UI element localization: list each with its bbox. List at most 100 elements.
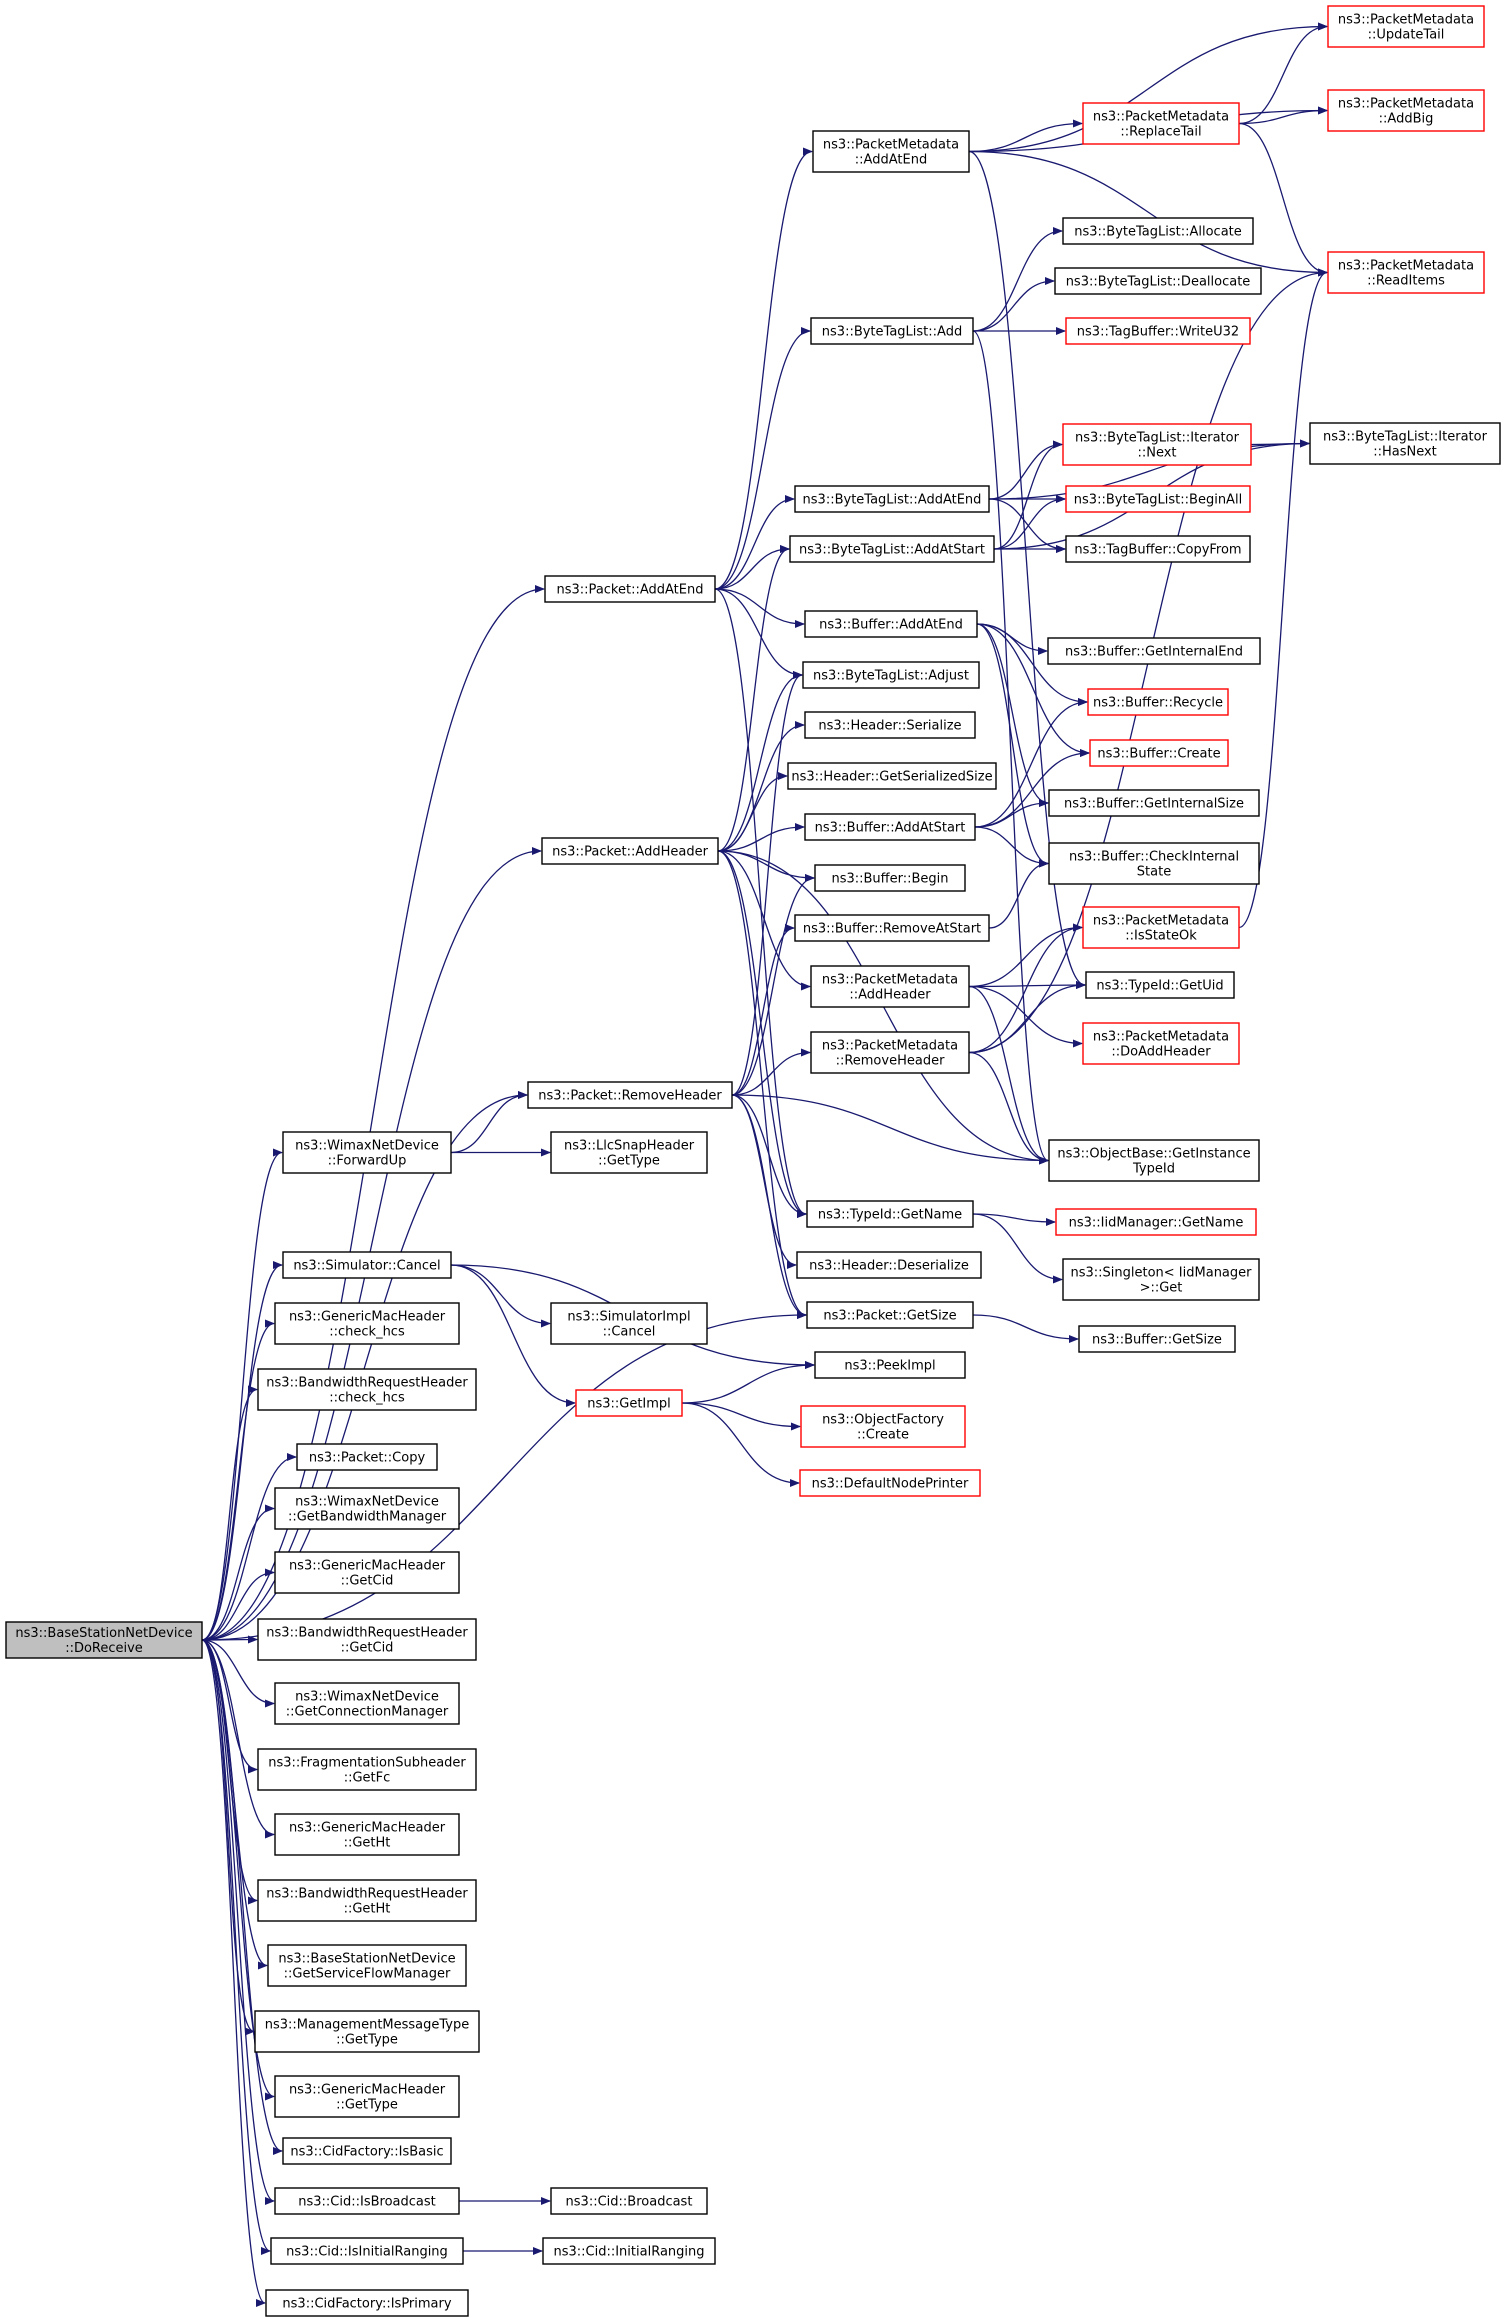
node-cid-isinitialranging[interactable]: ns3::Cid::IsInitialRanging <box>270 2237 464 2265</box>
node-label: ns3::ByteTagList::Iterator <box>1075 431 1240 446</box>
node-box <box>1327 89 1485 132</box>
node-pm-replacetail[interactable]: ns3::PacketMetadata::ReplaceTail <box>1082 102 1240 145</box>
node-hdr-deserialize[interactable]: ns3::Header::Deserialize <box>796 1251 982 1279</box>
node-cidf-isbasic[interactable]: ns3::CidFactory::IsBasic <box>282 2137 452 2165</box>
node-btl-adjust[interactable]: ns3::ByteTagList::Adjust <box>802 661 980 689</box>
node-gmh-getcid[interactable]: ns3::GenericMacHeader::GetCid <box>274 1551 460 1594</box>
node-gmh-getht[interactable]: ns3::GenericMacHeader::GetHt <box>274 1813 460 1856</box>
node-label: ns3::ByteTagList::AddAtStart <box>799 543 985 558</box>
node-of-create[interactable]: ns3::ObjectFactory::Create <box>800 1405 966 1448</box>
node-mmt-gettype[interactable]: ns3::ManagementMessageType::GetType <box>254 2010 480 2053</box>
node-pm-addbig[interactable]: ns3::PacketMetadata::AddBig <box>1327 89 1485 132</box>
edge-root-to-gmh-check-hcs <box>201 1319 275 1641</box>
node-label: ns3::BaseStationNetDevice <box>15 1626 192 1641</box>
node-label: ns3::ByteTagList::Deallocate <box>1066 275 1251 290</box>
node-btl-allocate[interactable]: ns3::ByteTagList::Allocate <box>1062 217 1254 245</box>
node-box <box>814 1351 966 1379</box>
node-brh-getcid[interactable]: ns3::BandwidthRequestHeader::GetCid <box>257 1618 477 1661</box>
node-brh-check-hcs[interactable]: ns3::BandwidthRequestHeader::check_hcs <box>257 1368 477 1411</box>
node-tb-copyfrom[interactable]: ns3::TagBuffer::CopyFrom <box>1065 535 1251 563</box>
node-buf-recycle[interactable]: ns3::Buffer::Recycle <box>1087 688 1229 716</box>
node-getimpl[interactable]: ns3::GetImpl <box>575 1389 683 1417</box>
node-pm-addheader[interactable]: ns3::PacketMetadata::AddHeader <box>810 965 970 1008</box>
node-label: ns3::PacketMetadata <box>822 973 958 988</box>
node-llc-gettype[interactable]: ns3::LlcSnapHeader::GetType <box>550 1131 708 1174</box>
node-label: ns3::Header::Deserialize <box>809 1259 969 1274</box>
node-bs-getsfmgr[interactable]: ns3::BaseStationNetDevice::GetServiceFlo… <box>267 1944 467 1987</box>
node-buf-addatend[interactable]: ns3::Buffer::AddAtEnd <box>804 610 978 638</box>
node-brh-getht[interactable]: ns3::BandwidthRequestHeader::GetHt <box>257 1879 477 1922</box>
node-pkt-removeheader[interactable]: ns3::Packet::RemoveHeader <box>527 1081 733 1109</box>
node-label: State <box>1137 865 1171 880</box>
node-tb-writeu32[interactable]: ns3::TagBuffer::WriteU32 <box>1065 317 1251 345</box>
node-btl-deallocate[interactable]: ns3::ByteTagList::Deallocate <box>1054 267 1262 295</box>
node-hdr-getserializedsize[interactable]: ns3::Header::GetSerializedSize <box>787 762 997 790</box>
node-btl-add[interactable]: ns3::ByteTagList::Add <box>810 317 974 345</box>
node-buf-getsize[interactable]: ns3::Buffer::GetSize <box>1078 1325 1236 1353</box>
edge-btl-add-to-btl-deallocate <box>972 277 1055 332</box>
edge-pkt-addheader-to-buf-begin <box>717 850 815 882</box>
node-btl-beginall[interactable]: ns3::ByteTagList::BeginAll <box>1065 485 1251 513</box>
node-peekimpl[interactable]: ns3::PeekImpl <box>814 1351 966 1379</box>
node-gmh-gettype[interactable]: ns3::GenericMacHeader::GetType <box>274 2075 460 2118</box>
node-label: ns3::ByteTagList::Allocate <box>1074 225 1242 240</box>
node-hdr-serialize[interactable]: ns3::Header::Serialize <box>804 711 976 739</box>
node-wimax-forwardup[interactable]: ns3::WimaxNetDevice::ForwardUp <box>282 1131 452 1174</box>
node-box <box>1085 971 1235 999</box>
node-pkt-copy[interactable]: ns3::Packet::Copy <box>296 1443 438 1471</box>
node-pkt-getsize[interactable]: ns3::Packet::GetSize <box>806 1301 974 1329</box>
node-pm-updatetail[interactable]: ns3::PacketMetadata::UpdateTail <box>1327 5 1485 48</box>
node-buf-removeatstart[interactable]: ns3::Buffer::RemoveAtStart <box>794 914 990 942</box>
node-btli-next[interactable]: ns3::ByteTagList::Iterator::Next <box>1062 423 1252 466</box>
node-btli-hasnext[interactable]: ns3::ByteTagList::Iterator::HasNext <box>1309 422 1501 465</box>
node-pm-addatend[interactable]: ns3::PacketMetadata::AddAtEnd <box>812 130 970 173</box>
node-sim-cancel[interactable]: ns3::Simulator::Cancel <box>282 1251 452 1279</box>
edge-root-to-gmh-gettype <box>201 1639 275 2101</box>
node-label: >::Get <box>1140 1281 1183 1296</box>
node-cid-isbroadcast[interactable]: ns3::Cid::IsBroadcast <box>274 2187 460 2215</box>
node-wimax-getbwmgr[interactable]: ns3::WimaxNetDevice::GetBandwidthManager <box>274 1487 460 1530</box>
node-label: ::GetFc <box>344 1771 391 1786</box>
node-buf-begin[interactable]: ns3::Buffer::Begin <box>814 864 966 892</box>
node-box <box>550 1302 708 1345</box>
edge-buf-addatstart-to-buf-getinternalsize <box>974 799 1049 828</box>
node-frag-getfc[interactable]: ns3::FragmentationSubheader::GetFc <box>257 1748 477 1791</box>
node-btl-addatend[interactable]: ns3::ByteTagList::AddAtEnd <box>794 485 990 513</box>
node-singleton-get[interactable]: ns3::Singleton< IidManager >::Get <box>1062 1258 1260 1301</box>
edge-pkt-addatend-to-typeid-getname <box>714 588 807 1218</box>
node-gmh-check-hcs[interactable]: ns3::GenericMacHeader::check_hcs <box>274 1302 460 1345</box>
node-cid-initialranging[interactable]: ns3::Cid::InitialRanging <box>542 2237 716 2265</box>
node-buf-getinternalend[interactable]: ns3::Buffer::GetInternalEnd <box>1047 637 1261 665</box>
node-pm-removeheader[interactable]: ns3::PacketMetadata::RemoveHeader <box>810 1031 970 1074</box>
node-iid-getname[interactable]: ns3::IidManager::GetName <box>1055 1208 1257 1236</box>
node-label: ::GetHt <box>344 1902 391 1917</box>
node-cid-broadcast[interactable]: ns3::Cid::Broadcast <box>550 2187 708 2215</box>
node-pkt-addheader[interactable]: ns3::Packet::AddHeader <box>541 837 719 865</box>
node-label: ns3::PacketMetadata <box>823 138 959 153</box>
node-buf-create[interactable]: ns3::Buffer::Create <box>1089 739 1229 767</box>
node-defaultnodeprinter[interactable]: ns3::DefaultNodePrinter <box>799 1469 981 1497</box>
node-label: ns3::Packet::RemoveHeader <box>538 1089 722 1104</box>
node-root[interactable]: ns3::BaseStationNetDevice::DoReceive <box>5 1621 203 1659</box>
node-box <box>787 762 997 790</box>
node-typeid-getuid[interactable]: ns3::TypeId::GetUid <box>1085 971 1235 999</box>
edge-root-to-pkt-addatend <box>201 585 545 1641</box>
node-cidf-isprimary[interactable]: ns3::CidFactory::IsPrimary <box>265 2289 469 2317</box>
node-wimax-getconnmgr[interactable]: ns3::WimaxNetDevice::GetConnectionManage… <box>274 1682 460 1725</box>
node-buf-addatstart[interactable]: ns3::Buffer::AddAtStart <box>804 813 976 841</box>
node-pkt-addatend[interactable]: ns3::Packet::AddAtEnd <box>544 575 716 603</box>
node-label: TypeId <box>1132 1162 1175 1177</box>
edge-buf-addatend-to-buf-getinternalsize <box>976 623 1049 807</box>
node-pm-doaddheader[interactable]: ns3::PacketMetadata::DoAddHeader <box>1082 1022 1240 1065</box>
node-label: ns3::PacketMetadata <box>1338 259 1474 274</box>
node-typeid-getname[interactable]: ns3::TypeId::GetName <box>806 1200 974 1228</box>
node-pm-readitems[interactable]: ns3::PacketMetadata::ReadItems <box>1327 251 1485 294</box>
node-simimpl-cancel[interactable]: ns3::SimulatorImpl::Cancel <box>550 1302 708 1345</box>
node-pm-isstateok[interactable]: ns3::PacketMetadata::IsStateOk <box>1082 906 1240 949</box>
node-btl-addatstart[interactable]: ns3::ByteTagList::AddAtStart <box>789 535 995 563</box>
edge-getimpl-to-peekimpl <box>681 1361 815 1404</box>
node-label: ns3::Packet::AddHeader <box>552 845 708 860</box>
node-buf-getinternalsize[interactable]: ns3::Buffer::GetInternalSize <box>1048 789 1260 817</box>
